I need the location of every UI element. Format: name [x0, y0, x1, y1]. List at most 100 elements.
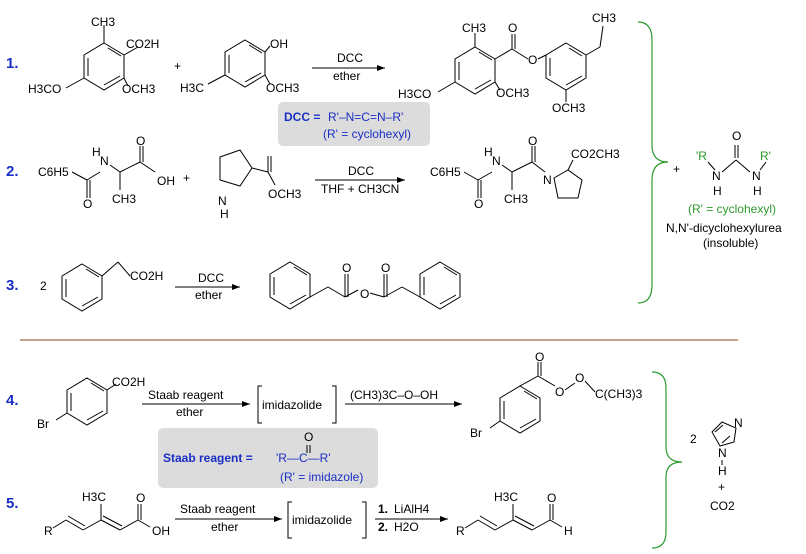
reagent2-top: (CH3)3C–O–OH — [350, 388, 438, 402]
carbonyl-oxygen-label: O — [474, 197, 483, 211]
reactant-bromobenzoic-acid: CO2H Br — [37, 375, 145, 431]
carboxylic-acid-label: CO2H — [112, 375, 145, 389]
bracket-right — [332, 385, 337, 424]
methoxy-label: OCH3 — [266, 81, 300, 95]
reagent-top: DCC — [198, 271, 224, 285]
r-left-label: 'R — [696, 149, 707, 163]
reactant-1-benzoic-acid: CH3 CO2H H3CO OCH3 — [28, 15, 159, 96]
dcc-note: (R' = cyclohexyl) — [323, 127, 411, 141]
methoxy-left-label: H3CO — [398, 87, 431, 101]
carbonyl-oxygen-label: O — [508, 21, 517, 35]
r-right-label: R' — [760, 149, 771, 163]
hydroxyl-label: OH — [152, 524, 170, 538]
methoxy-right-label: OCH3 — [552, 101, 586, 115]
step-1-reagent: LiAlH4 — [394, 502, 430, 516]
solubility-note: (insoluble) — [703, 236, 758, 250]
benzene-ring — [454, 46, 496, 95]
reagent-bottom: THF + CH3CN — [321, 182, 399, 196]
carbonyl-oxygen-label: O — [83, 197, 92, 211]
reaction-2: 2. C6H5 O N H CH3 O OH + N H O — [6, 134, 620, 221]
bracket-left — [257, 385, 262, 424]
methyl-top-label: CH3 — [462, 21, 486, 35]
nitrogen-label: N — [218, 194, 227, 208]
staab-note: (R' = imidazole) — [280, 470, 363, 484]
peroxy-oxygen-1: O — [555, 385, 564, 399]
ring-nitrogen-label: N — [543, 173, 552, 187]
plus-sign: + — [183, 171, 190, 185]
methyl-label: H3C — [180, 81, 204, 95]
benzene-ring-2 — [419, 261, 461, 310]
r-definition-note: (R' = cyclohexyl) — [688, 202, 776, 216]
reagent-top: Staab reagent — [148, 388, 224, 402]
imidazolide-intermediate-2: imidazolide — [287, 501, 367, 539]
methoxy-label: OCH3 — [268, 187, 302, 201]
carbonyl-oxygen-label-2: O — [381, 261, 390, 275]
product-3-anhydride: O O O — [269, 261, 461, 310]
byproduct-dicyclohexylurea: + O 'R R' N H N H (R' = cyclohexyl) N,N'… — [666, 129, 782, 250]
nh-hydrogen-left: H — [713, 184, 722, 198]
hydroxyl-label: OH — [157, 174, 175, 188]
benzene-ring — [83, 42, 125, 91]
reagent-top: DCC — [348, 164, 374, 178]
reactant-phenylacetic-acid: CO2H — [61, 261, 163, 312]
amide-oxygen-label: O — [528, 134, 537, 148]
tert-butyl-label: C(CH3)3 — [595, 387, 643, 401]
byproduct-imidazole: 2 N N H + CO2 — [690, 416, 743, 513]
reaction-5: 5. R H3C O OH Staab reagent ether imidaz… — [6, 490, 573, 539]
plus-sign: + — [174, 59, 181, 73]
reagent-top: Staab reagent — [180, 502, 256, 516]
product-5-dienal: R H3C O H — [456, 490, 573, 538]
reaction-number-2: 2. — [6, 163, 19, 180]
reaction-number-4: 4. — [6, 392, 19, 409]
reaction-3: 3. 2 CO2H DCC ether O O O — [6, 261, 461, 312]
carbonyl-oxygen-label: O — [732, 129, 741, 143]
carbonyl-oxygen-label: O — [342, 261, 351, 275]
imidazolide-intermediate: imidazolide — [257, 385, 337, 424]
hydroxyl-label: OH — [270, 37, 288, 51]
phenyl-label: C6H5 — [430, 165, 461, 179]
coefficient: 2 — [690, 432, 697, 446]
byproduct-name: N,N'-dicyclohexylurea — [666, 221, 782, 235]
methyl-label: CH3 — [91, 15, 115, 29]
nitrogen-label: N — [492, 154, 501, 168]
methyl-right-label: CH3 — [592, 11, 616, 25]
reaction-number-3: 3. — [6, 277, 19, 294]
co2-label: CO2 — [710, 499, 735, 513]
nh-hydrogen-label: H — [92, 145, 101, 159]
imidazole-ring — [711, 421, 737, 447]
dcc-label: DCC = — [284, 110, 320, 124]
methoxy-right-label: OCH3 — [122, 82, 156, 96]
benzene-ring — [545, 42, 587, 91]
carbonyl-oxygen-label: O — [136, 491, 145, 505]
methoxy-mid-label: OCH3 — [496, 86, 530, 100]
staab-oxygen-label: O — [304, 430, 313, 444]
dcc-formula: R'–N=C=N–R' — [328, 110, 403, 124]
benzene-ring — [61, 263, 103, 312]
pyrrolidine-ring — [219, 149, 253, 187]
nitrogen-label: N — [100, 154, 109, 168]
benzene-ring — [499, 385, 541, 434]
carbonyl-oxygen-label: O — [535, 350, 544, 364]
benzene-ring — [224, 39, 266, 88]
staab-label: Staab reagent = — [163, 451, 253, 465]
acid-carbonyl-oxygen-label: O — [136, 134, 145, 148]
methoxy-left-label: H3CO — [28, 82, 61, 96]
green-bracket-bottom — [651, 371, 683, 549]
reagent-bottom: ether — [176, 405, 203, 419]
step-1-number: 1. — [378, 502, 388, 516]
imidazole-nitrogen-label: N — [734, 416, 743, 430]
peroxy-oxygen-2: O — [575, 371, 584, 385]
phenyl-label: C6H5 — [38, 165, 69, 179]
nh-hydrogen-right: H — [753, 184, 762, 198]
plus-sign: + — [718, 480, 725, 494]
reactant-2-phenol: OH H3C OCH3 — [180, 37, 300, 95]
nh-hydrogen-label: H — [718, 464, 727, 478]
r-group-label: R — [456, 524, 465, 538]
nitrogen-right-label: N — [752, 169, 761, 183]
benzene-ring — [66, 377, 108, 426]
nh-nitrogen-label: N — [718, 446, 727, 460]
reagent-bottom: ether — [333, 69, 360, 83]
reactant-2-proline-ester: N H OCH3 — [218, 149, 302, 221]
r-group-label: R — [44, 524, 53, 538]
